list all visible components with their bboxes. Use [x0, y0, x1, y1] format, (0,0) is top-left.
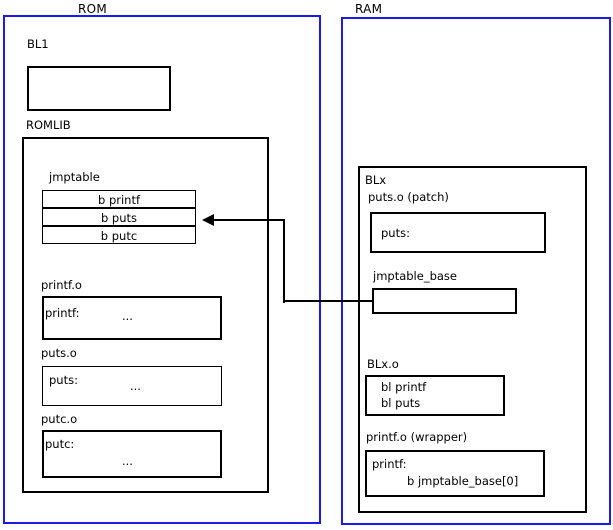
jmptable-entry-2: b putc [42, 226, 196, 244]
jmptable-base-label: jmptable_base [373, 269, 457, 283]
jmptable-entry-0: b printf [42, 190, 196, 208]
blx-o-label: BLx.o [367, 357, 399, 371]
rom-putc-symbol: putc: [45, 437, 75, 451]
region-label-ram: RAM [355, 2, 383, 16]
puts-patch-label: puts.o (patch) [368, 190, 449, 204]
rom-putc-o-label: putc.o [41, 412, 78, 426]
bl1-label: BL1 [27, 37, 49, 51]
puts-patch-symbol: puts: [381, 226, 410, 240]
jmptable-entry-1: b puts [42, 208, 196, 226]
region-label-rom: ROM [78, 2, 108, 16]
blx-o-line-0: bl printf [381, 380, 427, 394]
connector-horizontal-lower-segment [285, 300, 373, 302]
blx-o-line-1: bl puts [381, 396, 421, 410]
blx-o-box: bl printf bl puts [365, 375, 505, 416]
rom-printf-o-box: printf: ... [42, 296, 222, 340]
rom-puts-o-label: puts.o [41, 346, 77, 360]
jmptable-entry-1-text: b puts [100, 211, 138, 225]
connector-arrowhead-icon [202, 214, 214, 226]
jmptable-base-box [372, 288, 517, 314]
puts-patch-box: puts: [370, 212, 546, 253]
printf-wrapper-instruction: b jmptable_base[0] [407, 474, 519, 488]
connector-horizontal-upper-segment [214, 219, 285, 221]
jmptable-label: jmptable [49, 170, 100, 184]
jmptable-entry-2-text: b putc [100, 229, 138, 243]
connector-vertical-segment [283, 219, 285, 303]
printf-wrapper-box: printf: b jmptable_base[0] [365, 450, 545, 497]
romlib-label: ROMLIB [26, 118, 71, 132]
rom-puts-body: ... [130, 379, 141, 393]
printf-wrapper-label: printf.o (wrapper) [366, 430, 468, 444]
rom-putc-o-box: putc: ... [42, 430, 222, 478]
jmptable-entry-0-text: b printf [97, 193, 141, 207]
rom-puts-o-box: puts: ... [42, 366, 222, 406]
rom-puts-symbol: puts: [49, 373, 78, 387]
blx-label: BLx [365, 173, 387, 187]
bl1-box [27, 66, 171, 111]
rom-putc-body: ... [122, 454, 133, 468]
printf-wrapper-symbol: printf: [372, 457, 407, 471]
rom-printf-symbol: printf: [45, 306, 80, 320]
rom-printf-body: ... [122, 309, 133, 323]
rom-printf-o-label: printf.o [41, 278, 82, 292]
